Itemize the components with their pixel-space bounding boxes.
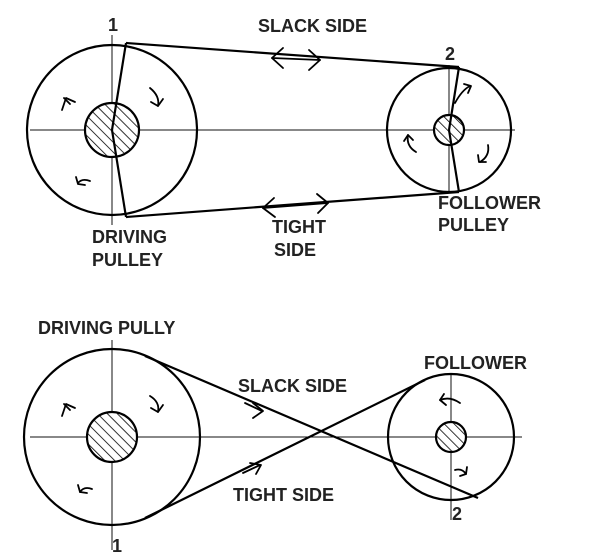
driving-radius-line <box>110 42 128 131</box>
point-2-label: 2 <box>452 504 462 524</box>
rotation-arrow-icon <box>439 393 461 406</box>
slack-direction-arrow-icon <box>244 402 264 419</box>
point-2-label: 2 <box>445 44 455 64</box>
follower-radius-line <box>447 66 461 131</box>
follower-pulley-label-line1: FOLLOWER <box>438 193 541 213</box>
rotation-arrow-icon <box>454 466 468 477</box>
crossed-belt-segment <box>144 379 426 519</box>
rotation-arrow-icon <box>149 395 164 413</box>
rotation-arrow-icon <box>403 134 417 153</box>
rotation-arrow-icon <box>477 144 490 163</box>
rotation-arrow-icon <box>77 484 93 494</box>
slack-side-label: SLACK SIDE <box>238 376 347 396</box>
driving-radius-line <box>110 129 128 218</box>
driving-pulley <box>22 347 202 527</box>
follower-pulley-label-line2: PULLEY <box>438 215 509 235</box>
slack-side-belt <box>125 41 460 69</box>
slack-side-label: SLACK SIDE <box>258 16 367 36</box>
driving-shaft <box>85 410 139 464</box>
follower-pulley <box>386 372 516 502</box>
rotation-arrow-icon <box>61 403 76 417</box>
slack-double-arrow-icon <box>271 47 321 71</box>
tight-side-belt <box>125 190 460 219</box>
rotation-arrow-icon <box>149 87 164 107</box>
tight-direction-arrow-icon <box>242 462 262 475</box>
tight-side-label-line2: SIDE <box>274 240 316 260</box>
rotation-arrow-icon <box>75 176 91 186</box>
follower-pulley-label: FOLLOWER <box>424 353 527 373</box>
tight-double-arrow-icon <box>262 193 329 218</box>
driving-pulley-label: DRIVING PULLY <box>38 318 175 338</box>
driving-pulley <box>25 43 199 217</box>
point-1-label: 1 <box>112 536 122 556</box>
open-belt-drive: 1 2 SLACK SIDE TIGHT SIDE DRIVING PULLEY… <box>25 15 541 270</box>
point-1-label: 1 <box>108 15 118 35</box>
tight-side-label: TIGHT SIDE <box>233 485 334 505</box>
crossed-belt-drive: DRIVING PULLY FOLLOWER SLACK SIDE TIGHT … <box>22 318 527 556</box>
rotation-arrow-icon <box>61 97 76 111</box>
rotation-arrow-icon <box>454 83 472 104</box>
follower-shaft <box>434 420 468 454</box>
crossed-belt-segment <box>144 354 479 500</box>
driving-pulley-label-line1: DRIVING <box>92 227 167 247</box>
follower-radius-line <box>447 129 461 193</box>
driving-pulley-label-line2: PULLEY <box>92 250 163 270</box>
tight-side-label-line1: TIGHT <box>272 217 326 237</box>
